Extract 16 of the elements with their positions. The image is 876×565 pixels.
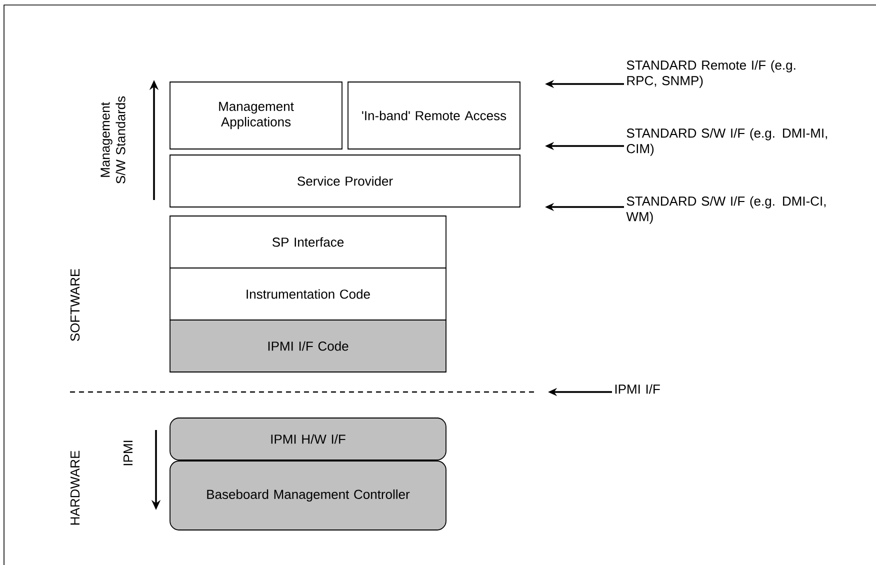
layer-box: 'In-band' Remote Access (348, 82, 520, 150)
interface-label: STANDARD S/W I/F (e.g. DMI-CI, WM) (626, 196, 826, 224)
layer-box: Service Provider (170, 154, 520, 208)
layer-box: SP Interface (170, 216, 446, 268)
side-label: Management S/W Standards (100, 96, 126, 184)
interface-label: IPMI I/F (615, 384, 660, 394)
layer-box: Management Applications (170, 82, 342, 150)
side-label: SOFTWARE (70, 268, 80, 341)
hardware-box: Baseboard Management Controller (170, 460, 446, 530)
side-label: HARDWARE (70, 450, 80, 525)
hardware-box: IPMI H/W I/F (170, 418, 446, 460)
interface-label: STANDARD S/W I/F (e.g. DMI-MI, CIM) (626, 128, 827, 156)
interface-label: STANDARD Remote I/F (e.g. RPC, SNMP) (626, 60, 796, 88)
layer-box: Instrumentation Code (170, 268, 446, 320)
side-label: IPMI (124, 440, 132, 466)
layer-box: IPMI I/F Code (170, 320, 446, 372)
